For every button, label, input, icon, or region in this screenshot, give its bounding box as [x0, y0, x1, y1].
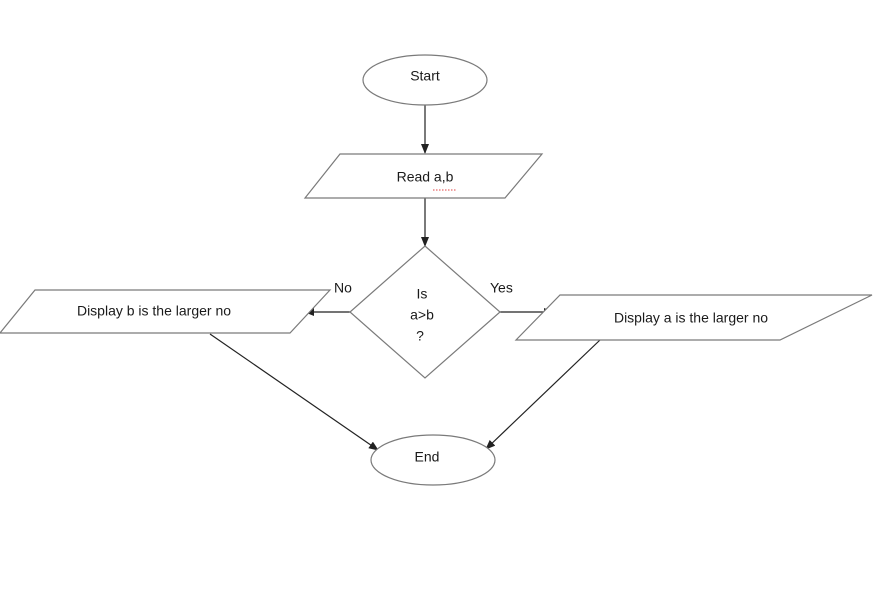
edge-label-yes: Yes [490, 280, 513, 296]
input-node: Read a,b [303, 153, 544, 199]
output-b-label: Display b is the larger no [77, 303, 231, 319]
output-a-node: Display a is the larger no [514, 294, 873, 341]
connectors [209, 104, 601, 451]
output-a-label: Display a is the larger no [614, 310, 768, 326]
arrow-display-a-to-end [485, 339, 601, 450]
decision-label-line2: a>b [410, 307, 434, 323]
end-label: End [415, 449, 440, 465]
input-label: Read a,b [397, 169, 454, 185]
end-node: End [370, 434, 496, 486]
edge-label-no: No [334, 280, 352, 296]
arrow-display-b-to-end [209, 333, 379, 451]
start-node: Start [362, 54, 488, 106]
decision-node: Is a>b ? [349, 245, 501, 379]
start-label: Start [410, 68, 440, 84]
decision-label-line1: Is [417, 286, 428, 302]
output-b-node: Display b is the larger no [0, 289, 332, 334]
decision-label-line3: ? [416, 328, 424, 344]
